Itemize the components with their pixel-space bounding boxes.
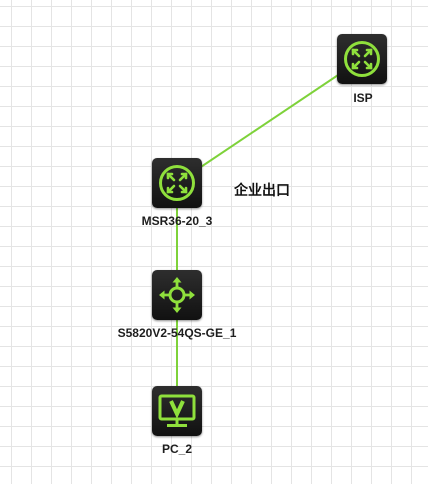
node-pc-2[interactable]: PC_2 xyxy=(152,386,202,458)
node-label-pc-2: PC_2 xyxy=(161,442,193,456)
pc-monitor-icon xyxy=(152,386,202,436)
node-label-isp: ISP xyxy=(353,91,373,105)
router-icon xyxy=(337,34,387,84)
node-s5820v2[interactable]: S5820V2-54QS-GE_1 xyxy=(118,270,236,342)
router-icon xyxy=(152,158,202,208)
node-label-s5820v2: S5820V2-54QS-GE_1 xyxy=(117,326,237,340)
node-label-msr36-20-3: MSR36-20_3 xyxy=(141,214,213,228)
annotation-enterprise-exit[interactable]: 企业出口 xyxy=(234,183,290,199)
node-msr36-20-3[interactable]: MSR36-20_3 xyxy=(142,158,212,230)
node-isp[interactable]: ISP xyxy=(337,34,387,105)
l3-switch-icon xyxy=(152,270,202,320)
link-msr-isp[interactable] xyxy=(176,58,363,184)
